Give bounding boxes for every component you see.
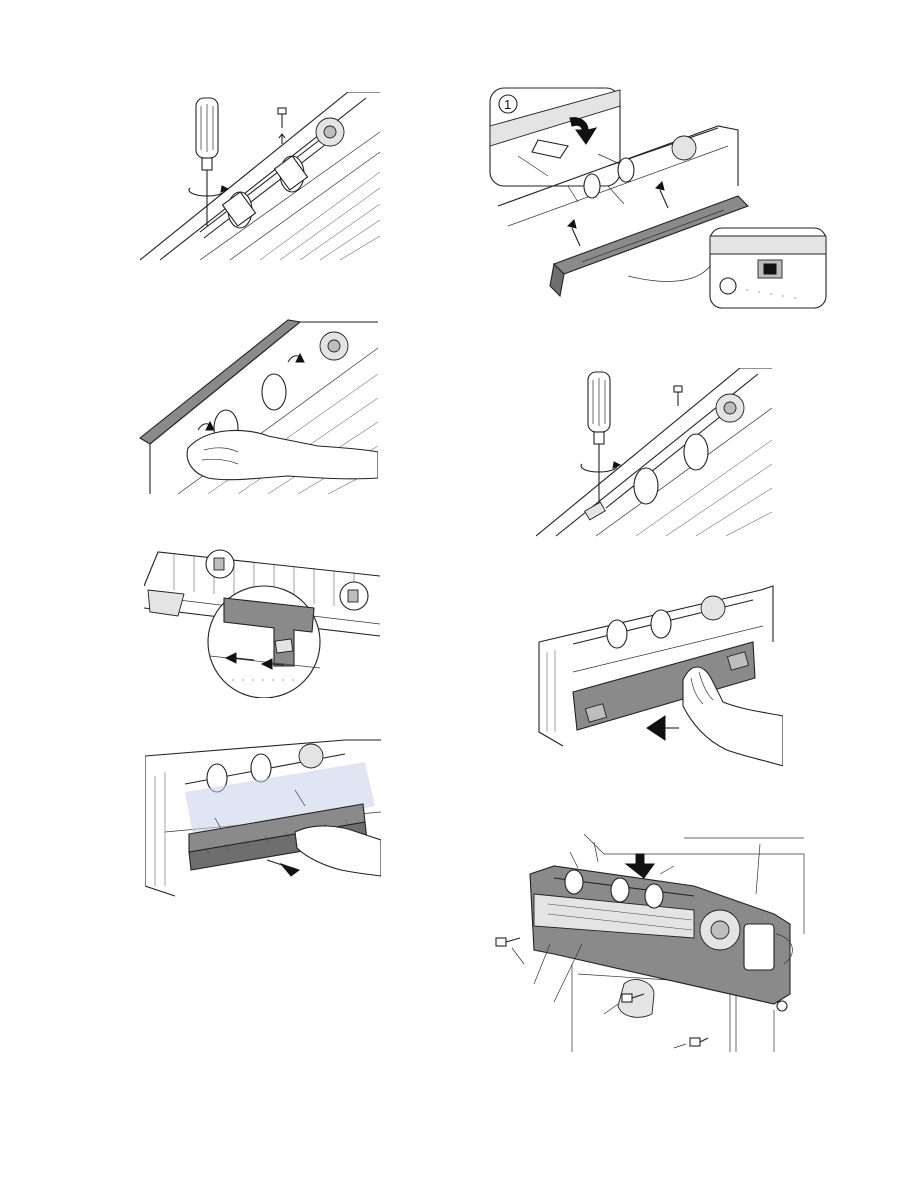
figure-hand-pull-cover	[145, 736, 381, 900]
figure-screwdriver-fix-screw	[536, 368, 772, 540]
figure-hand-release-pawl	[138, 318, 378, 494]
figure-cover-installation-callouts: 1	[488, 86, 828, 310]
pawl-detail-callout-illustration	[144, 546, 380, 698]
hand-pull-cover-illustration	[145, 736, 381, 900]
figure-pawl-detail-callout	[144, 546, 380, 698]
hand-push-cover-illustration	[533, 582, 783, 766]
figure-paper-feed-unit-assembly	[494, 834, 818, 1054]
hand-release-pawl-illustration	[138, 318, 378, 494]
screwdriver-fix-screw-illustration	[536, 368, 772, 540]
callout-marker: 1	[504, 97, 511, 112]
figure-screwdriver-remove-screw	[140, 92, 380, 264]
paper-feed-unit-assembly-illustration	[494, 834, 818, 1054]
cover-installation-callouts-illustration: 1	[488, 86, 828, 310]
screwdriver-remove-screw-illustration	[140, 92, 380, 264]
figure-hand-push-cover	[533, 582, 783, 766]
